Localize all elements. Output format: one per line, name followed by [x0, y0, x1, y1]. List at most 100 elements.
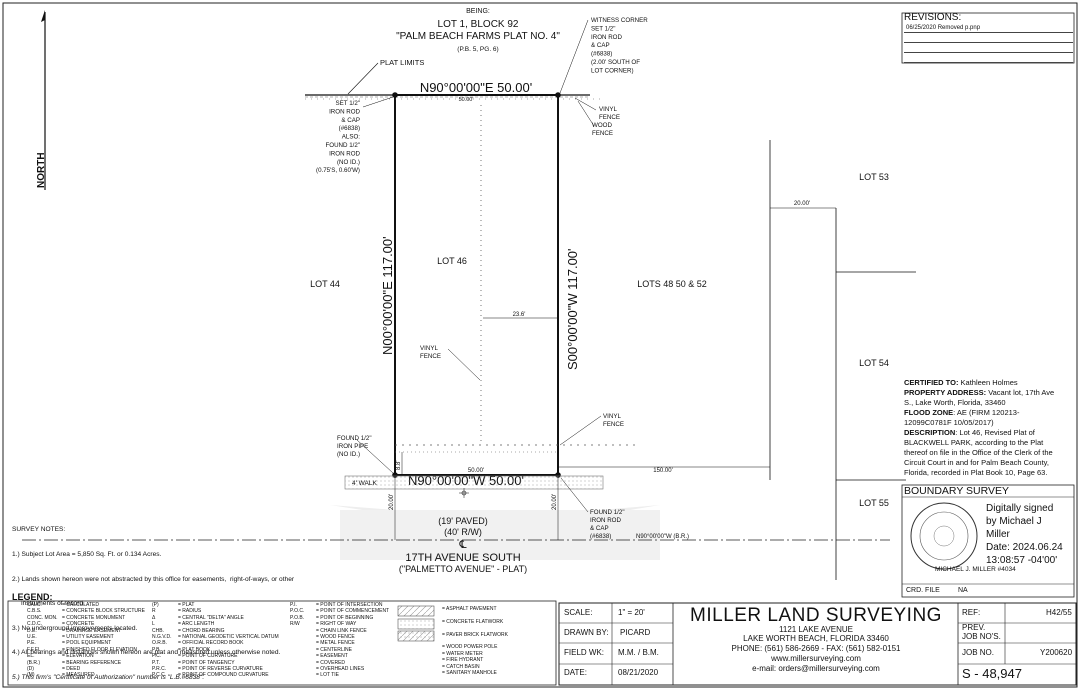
date-value: 08/21/2020 [618, 668, 659, 677]
legend-entry: = BEARING REFERENCE [62, 659, 122, 666]
legend-entry: = CENTERLINE [316, 646, 352, 653]
svg-text:20.00': 20.00' [794, 201, 810, 207]
scale-label: SCALE: [564, 608, 593, 617]
note-item: instruments of record. [12, 600, 85, 608]
legend-entry: = POOL EQUIPMENT [62, 640, 112, 647]
revision-row: 06/25/2020 Removed p.pnp [904, 23, 1073, 33]
sidewalk [344, 475, 604, 490]
flood-label: FLOOD ZONE [904, 408, 954, 417]
callout-line: WOOD [592, 122, 612, 129]
drawn-label: DRAWN BY: [564, 628, 609, 637]
lot-54-label: LOT 54 [859, 358, 889, 368]
desc-label: DESCRIPTION [904, 428, 956, 437]
signature-line: Date: 2024.06.24 [986, 542, 1063, 553]
callout-line: IRON ROD [591, 34, 622, 41]
prev-label: PREV. [962, 623, 986, 632]
callout-line: (NO ID.) [337, 159, 360, 166]
legend-entry: = DEED [62, 665, 81, 672]
title-block [558, 602, 1077, 686]
company-web[interactable]: www.millersurveying.com [771, 654, 861, 663]
legend-entry [442, 676, 508, 682]
legend-title: LEGEND: [12, 592, 53, 602]
legend-entry: F.F.EL. [27, 646, 43, 653]
street-alt-name: ("PALMETTO AVENUE" - PLAT) [399, 564, 527, 574]
legend-entry: = POINT OF INTERSECTION [316, 602, 383, 608]
callout-line: IRON PIPE [337, 443, 368, 450]
legend-entry: P.O.B. [290, 614, 305, 621]
legend-entry: = CONCRETE [62, 621, 95, 628]
legend-desc-col: = CALCULATED= CONCRETE BLOCK STRUCTURE= … [62, 602, 145, 679]
legend-symbol-col: = ASPHALT PAVEMENT= CONCRETE FLATWORK= P… [442, 606, 508, 683]
legend-desc-col: = POINT OF INTERSECTION= POINT OF COMMEN… [316, 602, 389, 679]
street-bearing: N90°00'00"W (B.R.) [636, 534, 689, 540]
property-value: Vacant lot, 17th Ave S., Lake Worth, Flo… [904, 388, 1055, 407]
north-label: NORTH [36, 152, 47, 188]
legend-entry: R [152, 608, 156, 615]
row-left-dim: 20.00' [389, 494, 395, 510]
street-light-icon [459, 488, 469, 498]
legend-entry: = MEASURED [62, 672, 95, 679]
legend-entry: = DRAINAGE EASEMENT [62, 627, 122, 634]
signature-line: Digitally signed [986, 503, 1054, 514]
legend-entry: P.T. [152, 659, 160, 666]
certification-block: CERTIFIED TO: Kathleen Holmes PROPERTY A… [904, 378, 1064, 478]
boundary-box [901, 484, 1075, 598]
top-dim: 50.00' [459, 97, 474, 103]
surveyor-seal [910, 502, 978, 570]
callout-line: FENCE [599, 114, 620, 121]
legend-entry: = PLAT BOOK [178, 646, 211, 653]
signature-line: Miller [986, 529, 1010, 540]
callout-line: WITNESS CORNER [591, 17, 648, 24]
date-label: DATE: [564, 668, 587, 677]
callout-line: IRON ROD [590, 517, 621, 524]
lots-48-label: LOTS 48 50 & 52 [637, 279, 707, 289]
lot-55-label: LOT 55 [859, 498, 889, 508]
drawn-value: PICARD [620, 628, 651, 637]
legend-entry: = WOOD FENCE [316, 633, 355, 640]
lot-53-label: LOT 53 [859, 172, 889, 182]
signature-line: 13:08:57 -04'00' [986, 555, 1058, 566]
note-item: 2.) Lands shown hereon were not abstract… [12, 575, 295, 583]
found-pipe-callout: FOUND 1/2"IRON PIPE(NO ID.) [337, 435, 372, 458]
legend-entry: = CHORD BEARING [178, 627, 225, 634]
revisions-title: REVISIONS: [904, 12, 962, 23]
legend-entry: O.R.B. [152, 640, 168, 647]
legend-entry: P.R.C. [152, 665, 167, 672]
street-rw: (40' R/W) [444, 527, 482, 537]
note-item: 3.) No underground improvements located. [12, 624, 138, 632]
legend-entry: = POINT OF REVERSE CURVATURE [178, 665, 263, 672]
revision-row [904, 33, 1073, 43]
legend-entry: = PLAT [178, 602, 195, 608]
legend-entry: EL. [27, 653, 35, 660]
callout-line: SET 1/2" [591, 25, 615, 32]
callout-line: FOUND 1/2" [337, 435, 372, 442]
callout-line: (0.75'S, 0.60'W) [316, 167, 360, 174]
west-bearing: N00°00'00"E 117.00' [380, 236, 395, 355]
legend-entry: = LOT TIE [316, 672, 340, 679]
callout-line: & CAP [591, 42, 610, 49]
east-bearing: S00°00'00"W 117.00' [565, 248, 580, 370]
company-email[interactable]: e-mail: orders@millersurveying.com [752, 664, 880, 673]
legend-entry: U.E. [27, 633, 37, 640]
callout-line: (#6838) [339, 125, 360, 132]
legend-entry: CALC. [27, 602, 42, 608]
legend-entry: = POINT OF CURVATURE [178, 653, 238, 660]
revision-row [904, 53, 1073, 63]
digital-signature: Digitally signed by Michael J Miller Dat… [986, 502, 1076, 567]
legend-entry: = OVERHEAD LINES [316, 665, 365, 672]
revision-row [904, 43, 1073, 53]
legend-entry: = RADIUS [178, 608, 202, 615]
plat-limits-label: PLAT LIMITS [380, 58, 424, 67]
legend-entry: (M) [27, 672, 35, 679]
callout-line: FOUND 1/2" [590, 509, 625, 516]
offset-150-dim: 150.00' [653, 468, 673, 474]
header-plat-ref: (P.B. 5, PG. 6) [457, 46, 498, 53]
legend-entry: = ARC LENGTH [178, 621, 215, 628]
legend-entry: = CONCRETE MONUMENT [62, 614, 126, 621]
callout-line: (NO ID.) [337, 451, 360, 458]
legend-entry: P.I. [290, 602, 297, 608]
